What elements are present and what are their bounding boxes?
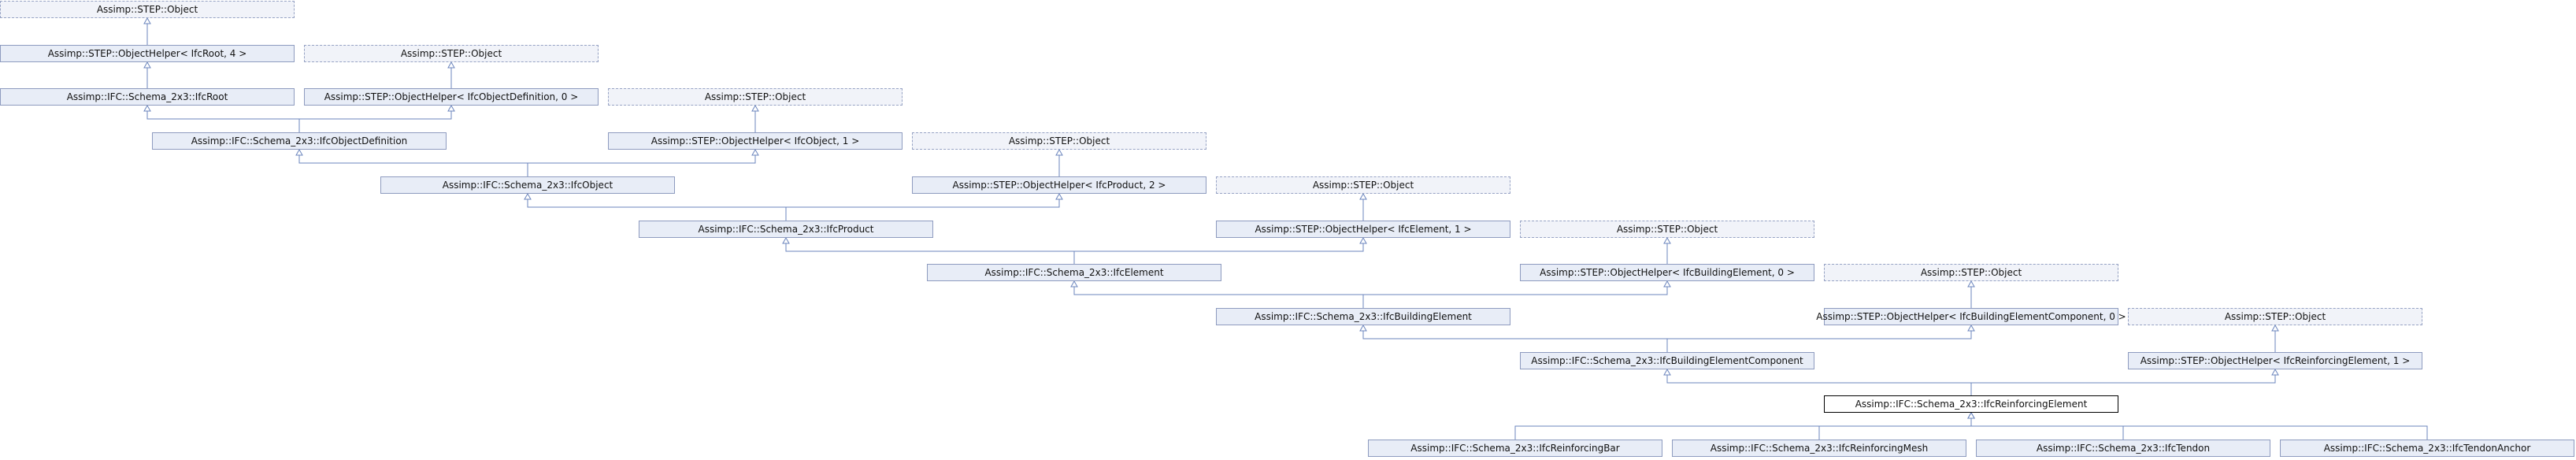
class-node-helperObjDef[interactable]: Assimp::STEP::ObjectHelper< IfcObjectDef… xyxy=(304,88,599,106)
class-node-obj3[interactable]: Assimp::STEP::Object xyxy=(912,132,1206,150)
inheritance-arrowhead xyxy=(524,192,532,200)
inheritance-arrowhead xyxy=(1359,192,1367,200)
inheritance-arrowhead xyxy=(1359,236,1367,244)
class-node-ifcObject[interactable]: Assimp::IFC::Schema_2x3::IfcObject xyxy=(380,176,675,194)
inheritance-arrowhead xyxy=(447,61,455,69)
inheritance-arrowhead xyxy=(143,17,151,24)
inheritance-edge xyxy=(1970,417,2124,440)
inheritance-arrowhead xyxy=(1663,280,1671,288)
class-node-ifcElement[interactable]: Assimp::IFC::Schema_2x3::IfcElement xyxy=(927,264,1221,281)
class-node-obj7[interactable]: Assimp::STEP::Object xyxy=(2128,308,2422,325)
inheritance-edge xyxy=(1362,330,1668,352)
inheritance-arrowhead xyxy=(1967,280,1975,288)
inheritance-edge xyxy=(298,154,528,176)
class-node-obj4[interactable]: Assimp::STEP::Object xyxy=(1216,176,1510,194)
inheritance-arrowhead xyxy=(143,61,151,69)
inheritance-arrowhead xyxy=(143,104,151,112)
inheritance-arrowhead xyxy=(751,148,759,156)
inheritance-edge xyxy=(527,198,787,221)
class-node-obj5[interactable]: Assimp::STEP::Object xyxy=(1520,221,1814,238)
inheritance-arrowhead xyxy=(1070,280,1078,288)
class-node-ifcProduct[interactable]: Assimp::IFC::Schema_2x3::IfcProduct xyxy=(639,221,933,238)
inheritance-edge xyxy=(785,243,1075,264)
inheritance-edge xyxy=(1073,286,1364,308)
inheritance-arrowhead xyxy=(1055,192,1063,200)
inheritance-edge xyxy=(1970,417,2428,440)
class-node-obj2[interactable]: Assimp::STEP::Object xyxy=(608,88,903,106)
class-node-obj1[interactable]: Assimp::STEP::Object xyxy=(304,45,599,62)
inheritance-arrowhead xyxy=(2271,324,2279,332)
inheritance-arrowhead xyxy=(1663,236,1671,244)
inheritance-edge xyxy=(298,110,452,132)
inheritance-arrowhead xyxy=(1663,368,1671,376)
class-node-ifcTendonAnchor[interactable]: Assimp::IFC::Schema_2x3::IfcTendonAnchor xyxy=(2280,440,2574,457)
class-node-helperRoot[interactable]: Assimp::STEP::ObjectHelper< IfcRoot, 4 > xyxy=(0,45,295,62)
inheritance-arrowhead xyxy=(1359,324,1367,332)
class-node-ifcBEC[interactable]: Assimp::IFC::Schema_2x3::IfcBuildingElem… xyxy=(1520,352,1814,369)
inheritance-edge xyxy=(785,198,1060,221)
inheritance-arrowhead xyxy=(1967,324,1975,332)
inheritance-arrowhead xyxy=(751,104,759,112)
inheritance-edge xyxy=(146,110,300,132)
inheritance-edge xyxy=(1514,417,1972,440)
class-node-ifcRMesh[interactable]: Assimp::IFC::Schema_2x3::IfcReinforcingM… xyxy=(1672,440,1966,457)
class-node-obj6[interactable]: Assimp::STEP::Object xyxy=(1824,264,2118,281)
class-node-helperBEC[interactable]: Assimp::STEP::ObjectHelper< IfcBuildingE… xyxy=(1816,308,2126,325)
class-node-helperRE[interactable]: Assimp::STEP::ObjectHelper< IfcReinforci… xyxy=(2128,352,2422,369)
class-node-ifcRBar[interactable]: Assimp::IFC::Schema_2x3::IfcReinforcingB… xyxy=(1368,440,1662,457)
inheritance-edge xyxy=(1666,374,1972,395)
class-node-ifcBuildingElement[interactable]: Assimp::IFC::Schema_2x3::IfcBuildingElem… xyxy=(1216,308,1510,325)
inheritance-edge xyxy=(1666,330,1972,352)
inheritance-edge xyxy=(527,154,756,176)
inheritance-arrowhead xyxy=(782,236,790,244)
inheritance-edge xyxy=(1818,417,1972,440)
class-node-helperObject[interactable]: Assimp::STEP::ObjectHelper< IfcObject, 1… xyxy=(608,132,903,150)
inheritance-edge xyxy=(1970,374,2276,395)
class-node-obj0[interactable]: Assimp::STEP::Object xyxy=(0,1,295,18)
class-node-ifcTendon[interactable]: Assimp::IFC::Schema_2x3::IfcTendon xyxy=(1976,440,2270,457)
class-node-helperProduct[interactable]: Assimp::STEP::ObjectHelper< IfcProduct, … xyxy=(912,176,1206,194)
class-node-ifcRoot[interactable]: Assimp::IFC::Schema_2x3::IfcRoot xyxy=(0,88,295,106)
inheritance-arrowhead xyxy=(295,148,303,156)
inheritance-arrowhead xyxy=(447,104,455,112)
inheritance-edge xyxy=(1073,243,1364,264)
class-node-ifcObjDef[interactable]: Assimp::IFC::Schema_2x3::IfcObjectDefini… xyxy=(152,132,447,150)
class-node-helperElement[interactable]: Assimp::STEP::ObjectHelper< IfcElement, … xyxy=(1216,221,1510,238)
inheritance-arrowhead xyxy=(1055,148,1063,156)
inheritance-edge xyxy=(1362,286,1668,308)
inheritance-arrowhead xyxy=(1967,411,1975,419)
class-node-helperBuildingElement[interactable]: Assimp::STEP::ObjectHelper< IfcBuildingE… xyxy=(1520,264,1814,281)
class-node-ifcRE[interactable]: Assimp::IFC::Schema_2x3::IfcReinforcingE… xyxy=(1824,395,2118,413)
inheritance-arrowhead xyxy=(2271,368,2279,376)
